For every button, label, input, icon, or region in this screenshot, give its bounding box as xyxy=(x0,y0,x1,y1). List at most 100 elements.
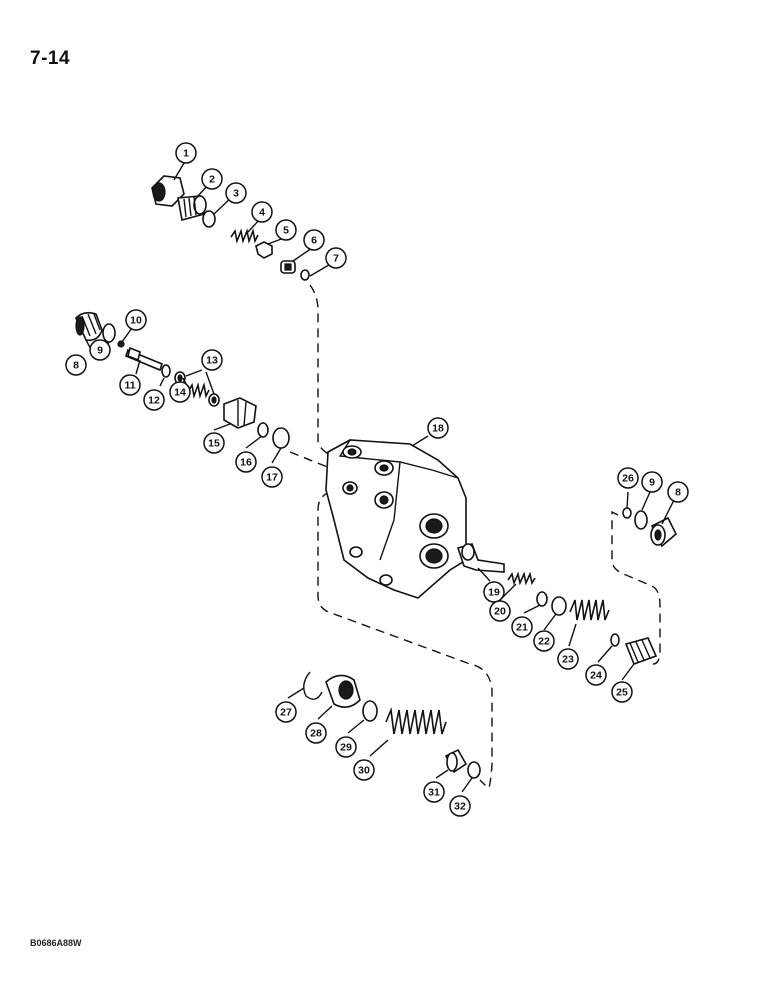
callout-balloon xyxy=(483,581,505,603)
callout-4: 4 xyxy=(251,201,273,223)
part-28-cap xyxy=(325,674,361,708)
callout-3: 3 xyxy=(225,182,247,204)
callout-9: 9 xyxy=(89,339,111,361)
callout-number: 30 xyxy=(358,765,370,777)
callout-number: 19 xyxy=(488,587,500,599)
callout-number: 4 xyxy=(259,207,265,219)
callout-balloon xyxy=(511,616,533,638)
callout-15: 15 xyxy=(203,432,225,454)
callout-22: 22 xyxy=(533,630,555,652)
callout-balloon xyxy=(423,781,445,803)
part-23-spring xyxy=(569,599,610,621)
callout-balloon xyxy=(667,481,689,503)
callout-balloon xyxy=(427,417,449,439)
drawing-code: B0686A88W xyxy=(30,938,82,948)
callout-18: 18 xyxy=(427,417,449,439)
callout-balloon xyxy=(175,142,197,164)
callout-balloon xyxy=(611,681,633,703)
callout-8: 8 xyxy=(65,354,87,376)
part-27-snap-ring xyxy=(303,671,323,700)
part-14-spring xyxy=(187,381,210,400)
part-5-poppet xyxy=(255,241,273,259)
callout-balloon xyxy=(489,600,511,622)
part-15-spool-end xyxy=(223,397,257,429)
callout-balloon xyxy=(335,736,357,758)
callout-11: 11 xyxy=(119,374,141,396)
callout-number: 23 xyxy=(562,654,574,666)
callout-balloon xyxy=(533,630,555,652)
callout-10: 10 xyxy=(125,309,147,331)
part-11-pin xyxy=(125,346,163,372)
callout-20: 20 xyxy=(489,600,511,622)
callout-number: 32 xyxy=(454,801,466,813)
callout-25: 25 xyxy=(611,681,633,703)
part-13-seat-lower xyxy=(208,393,220,407)
callout-number: 15 xyxy=(208,438,220,450)
callout-number: 13 xyxy=(206,355,218,367)
callout-balloon xyxy=(557,648,579,670)
part-8-plug-left xyxy=(75,311,103,342)
callout-24: 24 xyxy=(585,664,607,686)
part-12-washer xyxy=(161,364,171,378)
callout-26: 26 xyxy=(617,467,639,489)
part-25-plug xyxy=(624,637,658,666)
callout-2: 2 xyxy=(201,168,223,190)
callout-balloon xyxy=(585,664,607,686)
part-29-o-ring xyxy=(362,700,378,722)
callout-number: 7 xyxy=(333,253,339,265)
part-6-seat xyxy=(280,260,296,274)
callout-number: 29 xyxy=(340,742,352,754)
callout-number: 5 xyxy=(283,225,289,237)
callout-number: 2 xyxy=(209,174,215,186)
part-8-plug-right xyxy=(650,516,677,548)
part-31-sleeve xyxy=(444,748,468,774)
part-17-ring xyxy=(272,427,290,449)
part-1-nut xyxy=(151,175,185,207)
callout-number: 17 xyxy=(266,472,278,484)
callout-number: 24 xyxy=(590,670,602,682)
callout-number: 21 xyxy=(516,622,528,634)
callout-balloon xyxy=(325,247,347,269)
page-number: 7-14 xyxy=(30,48,71,69)
callout-number: 14 xyxy=(174,387,186,399)
callout-balloon xyxy=(261,466,283,488)
callout-number: 22 xyxy=(538,636,550,648)
callout-balloon xyxy=(65,354,87,376)
callout-balloon xyxy=(251,201,273,223)
part-13-seat-upper xyxy=(174,371,186,385)
callout-17: 17 xyxy=(261,466,283,488)
callout-32: 32 xyxy=(449,795,471,817)
callout-number: 10 xyxy=(130,315,142,327)
callout-balloon xyxy=(235,451,257,473)
part-32-o-ring xyxy=(467,761,481,779)
callout-1: 1 xyxy=(175,142,197,164)
callout-balloon xyxy=(305,722,327,744)
part-18-valve-body xyxy=(325,439,467,599)
callout-27: 27 xyxy=(275,701,297,723)
callout-balloon xyxy=(617,467,639,489)
part-16-o-ring xyxy=(257,422,269,438)
part-19-spool xyxy=(456,543,505,573)
callout-balloon xyxy=(125,309,147,331)
part-22-seat xyxy=(551,596,567,616)
callout-number: 3 xyxy=(233,188,239,200)
callout-number: 20 xyxy=(494,606,506,618)
callout-balloon xyxy=(143,389,165,411)
callout-balloon xyxy=(169,381,191,403)
part-4-spring xyxy=(230,228,259,244)
callout-23: 23 xyxy=(557,648,579,670)
callout-balloon xyxy=(201,349,223,371)
callout-number: 11 xyxy=(124,380,135,392)
callout-balloon xyxy=(225,182,247,204)
callout-30: 30 xyxy=(353,759,375,781)
callout-9: 9 xyxy=(641,471,663,493)
part-26-ball xyxy=(622,507,632,519)
callout-29: 29 xyxy=(335,736,357,758)
callout-21: 21 xyxy=(511,616,533,638)
callout-12: 12 xyxy=(143,389,165,411)
part-10-ball xyxy=(117,340,125,348)
callout-8: 8 xyxy=(667,481,689,503)
callout-number: 8 xyxy=(675,487,681,499)
callout-balloon xyxy=(449,795,471,817)
